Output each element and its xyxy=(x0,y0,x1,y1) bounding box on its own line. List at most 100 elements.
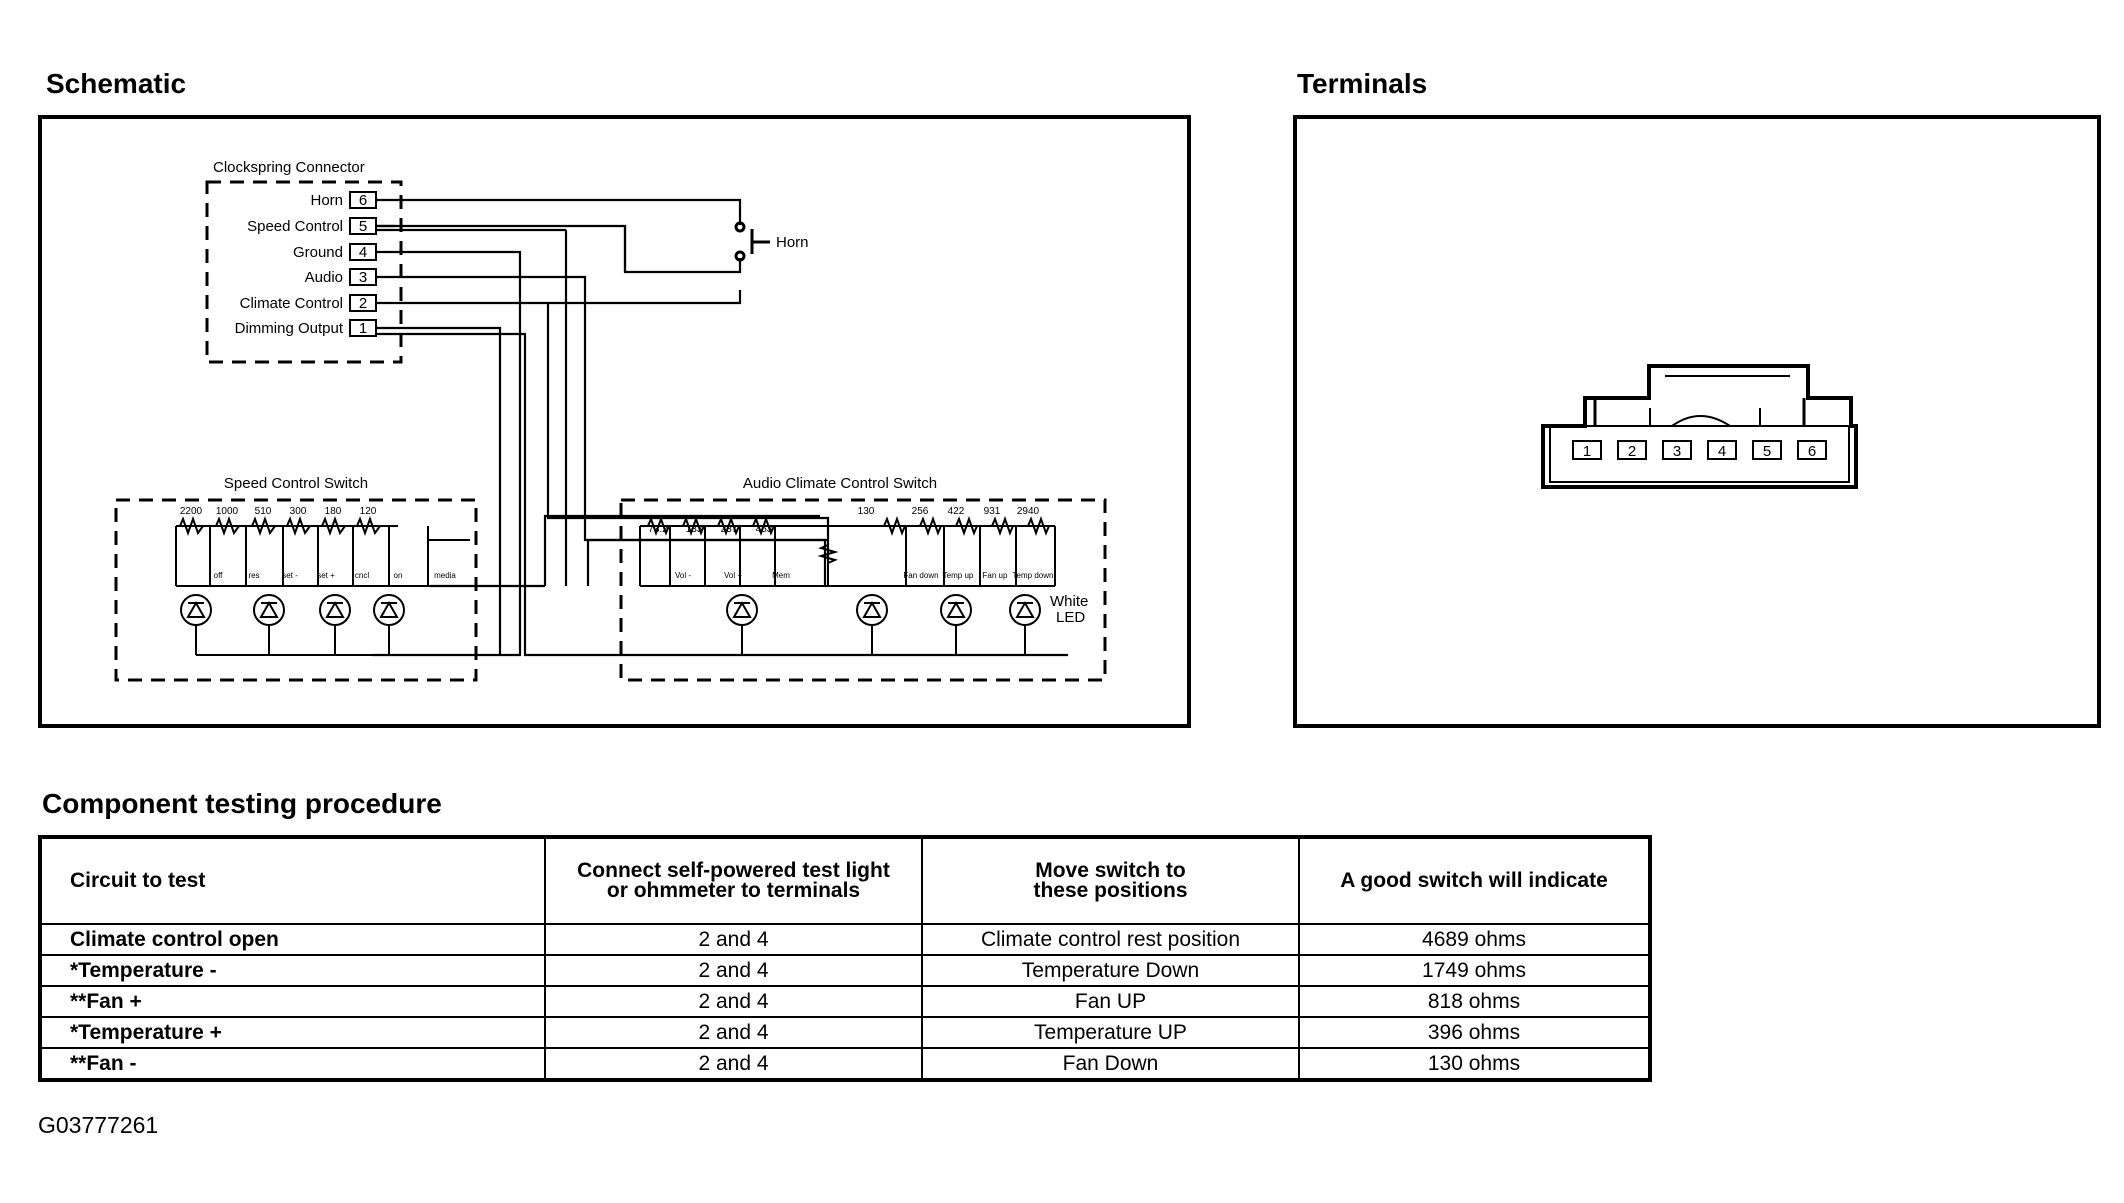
speed-button-label: on xyxy=(394,571,403,580)
component-testing-table: Circuit to test Connect self-powered tes… xyxy=(38,835,1652,1082)
cell-position: Fan Down xyxy=(921,1047,1300,1081)
speed-button-label: cncl xyxy=(355,571,369,580)
pin-label-horn: Horn xyxy=(310,192,343,209)
led-symbols xyxy=(180,594,1041,655)
pin-label-climate-control: Climate Control xyxy=(240,295,343,312)
schematic-frame xyxy=(38,115,1191,728)
speed-control-internals xyxy=(175,516,470,656)
audio-button-label: Temp up xyxy=(943,571,974,580)
cell-terminals: 2 and 4 xyxy=(544,1016,923,1049)
table-row: *Temperature + 2 and 4 Temperature UP 39… xyxy=(39,1016,1651,1049)
cell-indicate: 4689 ohms xyxy=(1298,923,1651,956)
terminal-pin-1: 1 xyxy=(1583,443,1591,460)
procedure-title: Component testing procedure xyxy=(42,788,442,819)
clockspring-pin-boxes xyxy=(349,191,377,337)
led-label: LED xyxy=(1056,609,1085,626)
cell-terminals: 2 and 4 xyxy=(544,1047,923,1081)
audio-button-label: Mem xyxy=(772,571,790,580)
audio-button-label: Vol - xyxy=(675,571,691,580)
speed-resistor-label: 300 xyxy=(290,506,307,517)
audio-button-label: Fan up xyxy=(983,571,1008,580)
audio-resistor-label: 237 xyxy=(721,524,738,535)
pin-number-3: 3 xyxy=(359,269,367,286)
audio-button-label: Temp down xyxy=(1013,571,1054,580)
table-row: *Temperature - 2 and 4 Temperature Down … xyxy=(39,954,1651,987)
audio-button-label: Fan down xyxy=(903,571,938,580)
horn-switch xyxy=(734,221,770,262)
pin-number-1: 1 xyxy=(359,320,367,337)
horn-switch-label: Horn xyxy=(776,234,809,251)
cell-indicate: 818 ohms xyxy=(1298,985,1651,1018)
terminals-frame xyxy=(1293,115,2101,728)
audio-resistor-label: 453 xyxy=(756,524,773,535)
cell-position: Temperature Down xyxy=(921,954,1300,987)
speed-button-label: off xyxy=(214,571,224,580)
cell-indicate: 130 ohms xyxy=(1298,1047,1651,1081)
terminals-title: Terminals xyxy=(1297,68,1428,99)
terminal-pin-5: 5 xyxy=(1763,443,1771,460)
cell-circuit: Climate control open xyxy=(39,923,546,956)
clockspring-title: Clockspring Connector xyxy=(213,159,365,176)
cell-position: Climate control rest position xyxy=(921,923,1300,956)
figure-id: G03777261 xyxy=(38,1112,159,1138)
audio-switch-title: Audio Climate Control Switch xyxy=(743,475,937,492)
cell-indicate: 1749 ohms xyxy=(1298,954,1651,987)
audio-resistor-label: 133 xyxy=(686,524,703,535)
speed-switch-title: Speed Control Switch xyxy=(224,475,368,492)
audio-resistor-label: 931 xyxy=(984,506,1001,517)
white-led-label: White xyxy=(1050,593,1088,610)
pin-label-audio: Audio xyxy=(305,269,343,286)
cell-circuit: *Temperature - xyxy=(39,954,546,987)
pin-label-speed-control: Speed Control xyxy=(247,218,343,235)
cell-position: Fan UP xyxy=(921,985,1300,1018)
pin-number-5: 5 xyxy=(359,218,367,235)
pin-label-ground: Ground xyxy=(293,244,343,261)
cell-terminals: 2 and 4 xyxy=(544,985,923,1018)
cell-terminals: 2 and 4 xyxy=(544,954,923,987)
audio-climate-switch-box xyxy=(619,498,1107,682)
pin-label-dimming-output: Dimming Output xyxy=(235,320,344,337)
audio-resistor-label: 256 xyxy=(912,506,929,517)
speed-button-label: set + xyxy=(317,571,335,580)
cell-circuit: *Temperature + xyxy=(39,1016,546,1049)
speed-resistor-label: 120 xyxy=(360,506,377,517)
pin-number-4: 4 xyxy=(359,244,367,261)
cell-terminals: 2 and 4 xyxy=(544,923,923,956)
speed-resistor-label: 1000 xyxy=(216,506,239,517)
speed-button-label: media xyxy=(434,571,456,580)
terminal-pin-3: 3 xyxy=(1673,443,1681,460)
audio-resistor-label: 130 xyxy=(858,506,875,517)
speed-control-switch-box xyxy=(114,498,478,682)
speed-resistor-label: 2200 xyxy=(180,506,203,517)
pin-number-2: 2 xyxy=(359,295,367,312)
header-indicate: A good switch will indicate xyxy=(1298,836,1651,925)
speed-resistor-label: 180 xyxy=(325,506,342,517)
terminal-pin-6: 6 xyxy=(1808,443,1816,460)
cell-position: Temperature UP xyxy=(921,1016,1300,1049)
table-row: **Fan + 2 and 4 Fan UP 818 ohms xyxy=(39,985,1651,1018)
speed-button-label: res xyxy=(248,571,259,580)
schematic-title: Schematic xyxy=(46,68,187,99)
speed-resistor-label: 510 xyxy=(255,506,272,517)
cell-circuit: **Fan - xyxy=(39,1047,546,1081)
table-row: **Fan - 2 and 4 Fan Down 130 ohms xyxy=(39,1047,1651,1081)
audio-button-label: Vol + xyxy=(724,571,742,580)
terminal-pin-4: 4 xyxy=(1718,443,1726,460)
header-circuit: Circuit to test xyxy=(39,836,546,925)
terminal-connector xyxy=(1541,364,1858,489)
table-row: Climate control open 2 and 4 Climate con… xyxy=(39,923,1651,956)
cell-indicate: 396 ohms xyxy=(1298,1016,1651,1049)
cell-circuit: **Fan + xyxy=(39,985,546,1018)
speed-button-label: set - xyxy=(282,571,298,580)
pin-number-6: 6 xyxy=(359,192,367,209)
audio-resistor-label: 422 xyxy=(948,506,965,517)
terminal-pin-2: 2 xyxy=(1628,443,1636,460)
audio-resistor-label: 2940 xyxy=(1017,506,1040,517)
audio-resistor-label: 73.2 xyxy=(648,524,668,535)
clockspring-connector-box xyxy=(205,180,403,364)
audio-climate-internals xyxy=(639,516,1056,656)
table-header-row: Circuit to test Connect self-powered tes… xyxy=(39,836,1651,925)
